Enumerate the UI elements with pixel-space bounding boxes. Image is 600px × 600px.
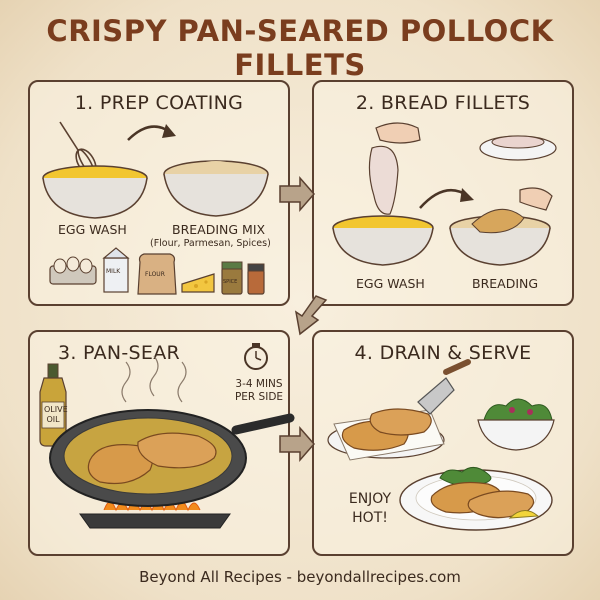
enjoy-hot-label: ENJOY HOT!	[335, 490, 405, 528]
footer-credit: Beyond All Recipes - beyondallrecipes.co…	[139, 568, 461, 586]
enjoy-line-2: HOT!	[352, 510, 388, 526]
flour-label: FLOUR	[145, 271, 165, 278]
olive-oil-line-2: OIL	[46, 415, 60, 424]
cook-time-line-2: PER SIDE	[234, 391, 284, 403]
step-2-title: 2. BREAD FILLETS	[355, 92, 531, 114]
olive-oil-line-1: OLIVE	[44, 405, 68, 414]
step-3-title: 3. PAN-SEAR	[57, 342, 181, 364]
egg-wash-label: EGG WASH	[58, 222, 127, 237]
enjoy-line-1: ENJOY	[348, 491, 392, 507]
step-1-title: 1. PREP COATING	[74, 92, 244, 114]
step-4-title: 4. DRAIN & SERVE	[354, 342, 532, 364]
step-2-panel: 2. BREAD FILLETS	[312, 80, 574, 306]
breading-label: BREADING	[472, 276, 539, 291]
step-3-panel: 3. PAN-SEAR	[28, 330, 290, 556]
olive-oil-label: OLIVE OIL	[44, 405, 68, 425]
breading-mix-label: BREADING MIX	[172, 222, 266, 237]
milk-label: MILK	[106, 268, 121, 275]
cook-time-line-1: 3-4 MINS	[235, 378, 283, 390]
egg-wash-label-2: EGG WASH	[356, 276, 425, 291]
spice-label: SPICE	[223, 279, 238, 285]
page-title: CRISPY PAN-SEARED POLLOCK FILLETS	[46, 14, 554, 82]
breading-mix-ingredients: (Flour, Parmesan, Spices)	[150, 238, 271, 249]
cook-time-label: 3-4 MINS PER SIDE	[224, 378, 294, 404]
